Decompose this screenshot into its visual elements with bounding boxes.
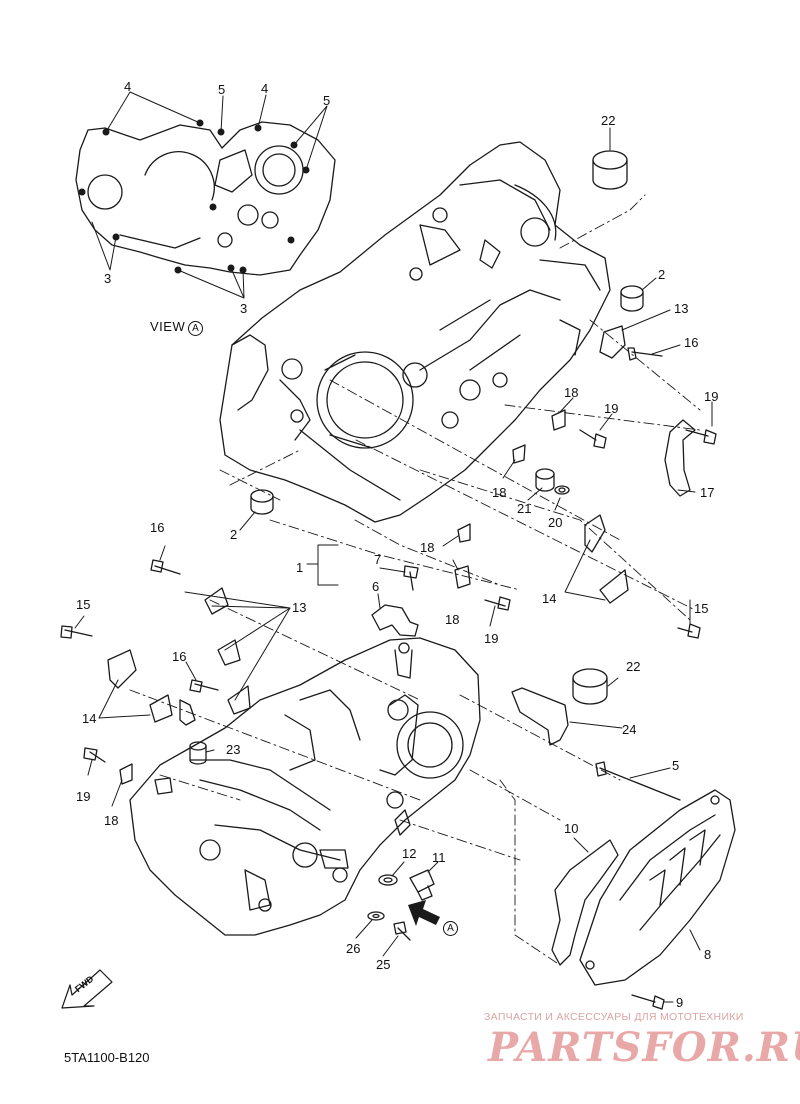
part-13-clips-left xyxy=(204,587,251,715)
part-2-dowel-top xyxy=(620,285,644,312)
upper-crankcase xyxy=(219,141,611,523)
callout-23: 23 xyxy=(226,742,241,757)
bolts xyxy=(60,347,717,1010)
callout-12: 12 xyxy=(402,846,417,861)
callout-8: 8 xyxy=(704,947,712,962)
callout-9: 9 xyxy=(676,995,684,1010)
callout-5c: 5 xyxy=(672,758,680,773)
part-26-washer xyxy=(367,911,385,921)
callout-19d: 19 xyxy=(76,789,91,804)
part-22-seal-top xyxy=(592,150,628,190)
arrow-a-label: A xyxy=(443,921,458,936)
callout-16c: 16 xyxy=(172,649,187,664)
leader-lines xyxy=(74,127,713,1003)
callout-6: 6 xyxy=(372,579,380,594)
callout-18b: 18 xyxy=(492,485,507,500)
callout-2a: 2 xyxy=(658,267,666,282)
callout-4a: 4 xyxy=(124,79,132,94)
assembly-lines xyxy=(129,194,701,966)
callout-13b: 13 xyxy=(292,600,307,615)
lower-crankcase xyxy=(129,637,481,936)
part-12-washer xyxy=(378,874,398,886)
callout-22b: 22 xyxy=(626,659,641,674)
callout-18e: 18 xyxy=(104,813,119,828)
watermark-brand: PARTSFOR.RU xyxy=(488,1024,800,1071)
callout-4b: 4 xyxy=(261,81,269,96)
part-18-clips xyxy=(119,409,566,785)
part-22-seal-bottom xyxy=(572,668,608,705)
view-a-arrow xyxy=(408,900,440,926)
callout-1: 1 xyxy=(296,560,304,575)
callout-14b: 14 xyxy=(542,591,557,606)
callout-5a: 5 xyxy=(218,82,226,97)
callout-16b: 16 xyxy=(150,520,165,535)
callout-18a: 18 xyxy=(564,385,579,400)
crankcase-cover xyxy=(579,789,736,986)
view-a-outline xyxy=(75,121,336,276)
callout-3b: 3 xyxy=(240,301,248,316)
part-6-bracket xyxy=(371,604,419,637)
callout-25: 25 xyxy=(376,957,391,972)
callout-18c: 18 xyxy=(420,540,435,555)
callout-15b: 15 xyxy=(694,601,709,616)
view-a-leaders xyxy=(91,91,328,299)
callout-20: 20 xyxy=(548,515,563,530)
part-21-dowel xyxy=(535,468,555,492)
part-13-clip-top xyxy=(599,325,626,359)
watermark-tagline: ЗАПЧАСТИ И АКСЕССУАРЫ ДЛЯ МОТОТЕХНИКИ xyxy=(484,1011,744,1023)
callout-19a: 19 xyxy=(604,401,619,416)
callout-5b: 5 xyxy=(323,93,331,108)
fwd-arrow xyxy=(61,969,113,1009)
part-code: 5TA1100-B120 xyxy=(64,1050,150,1065)
callout-17: 17 xyxy=(700,485,715,500)
part-17-plate xyxy=(664,419,696,497)
callout-14a: 14 xyxy=(82,711,97,726)
callout-19b: 19 xyxy=(704,389,719,404)
callout-21: 21 xyxy=(517,501,532,516)
part-23-collar xyxy=(189,741,207,765)
callout-16a: 16 xyxy=(684,335,699,350)
cover-gasket xyxy=(551,839,619,966)
part-24-guide xyxy=(511,687,569,746)
callout-13a: 13 xyxy=(674,301,689,316)
callout-2b: 2 xyxy=(230,527,238,542)
part-11-plug xyxy=(409,869,435,901)
part-14-clips-left xyxy=(107,649,173,723)
callout-26: 26 xyxy=(346,941,361,956)
callout-15a: 15 xyxy=(76,597,91,612)
callout-10: 10 xyxy=(564,821,579,836)
callout-19c: 19 xyxy=(484,631,499,646)
part-14-clip-right xyxy=(584,514,629,604)
callout-18d: 18 xyxy=(445,612,460,627)
callout-7: 7 xyxy=(374,552,382,567)
callout-11: 11 xyxy=(432,850,446,865)
part-20-washer xyxy=(554,485,570,495)
part-2-dowel-bottom xyxy=(250,489,274,515)
callout-24: 24 xyxy=(622,722,637,737)
callout-3a: 3 xyxy=(104,271,112,286)
callout-22a: 22 xyxy=(601,113,616,128)
